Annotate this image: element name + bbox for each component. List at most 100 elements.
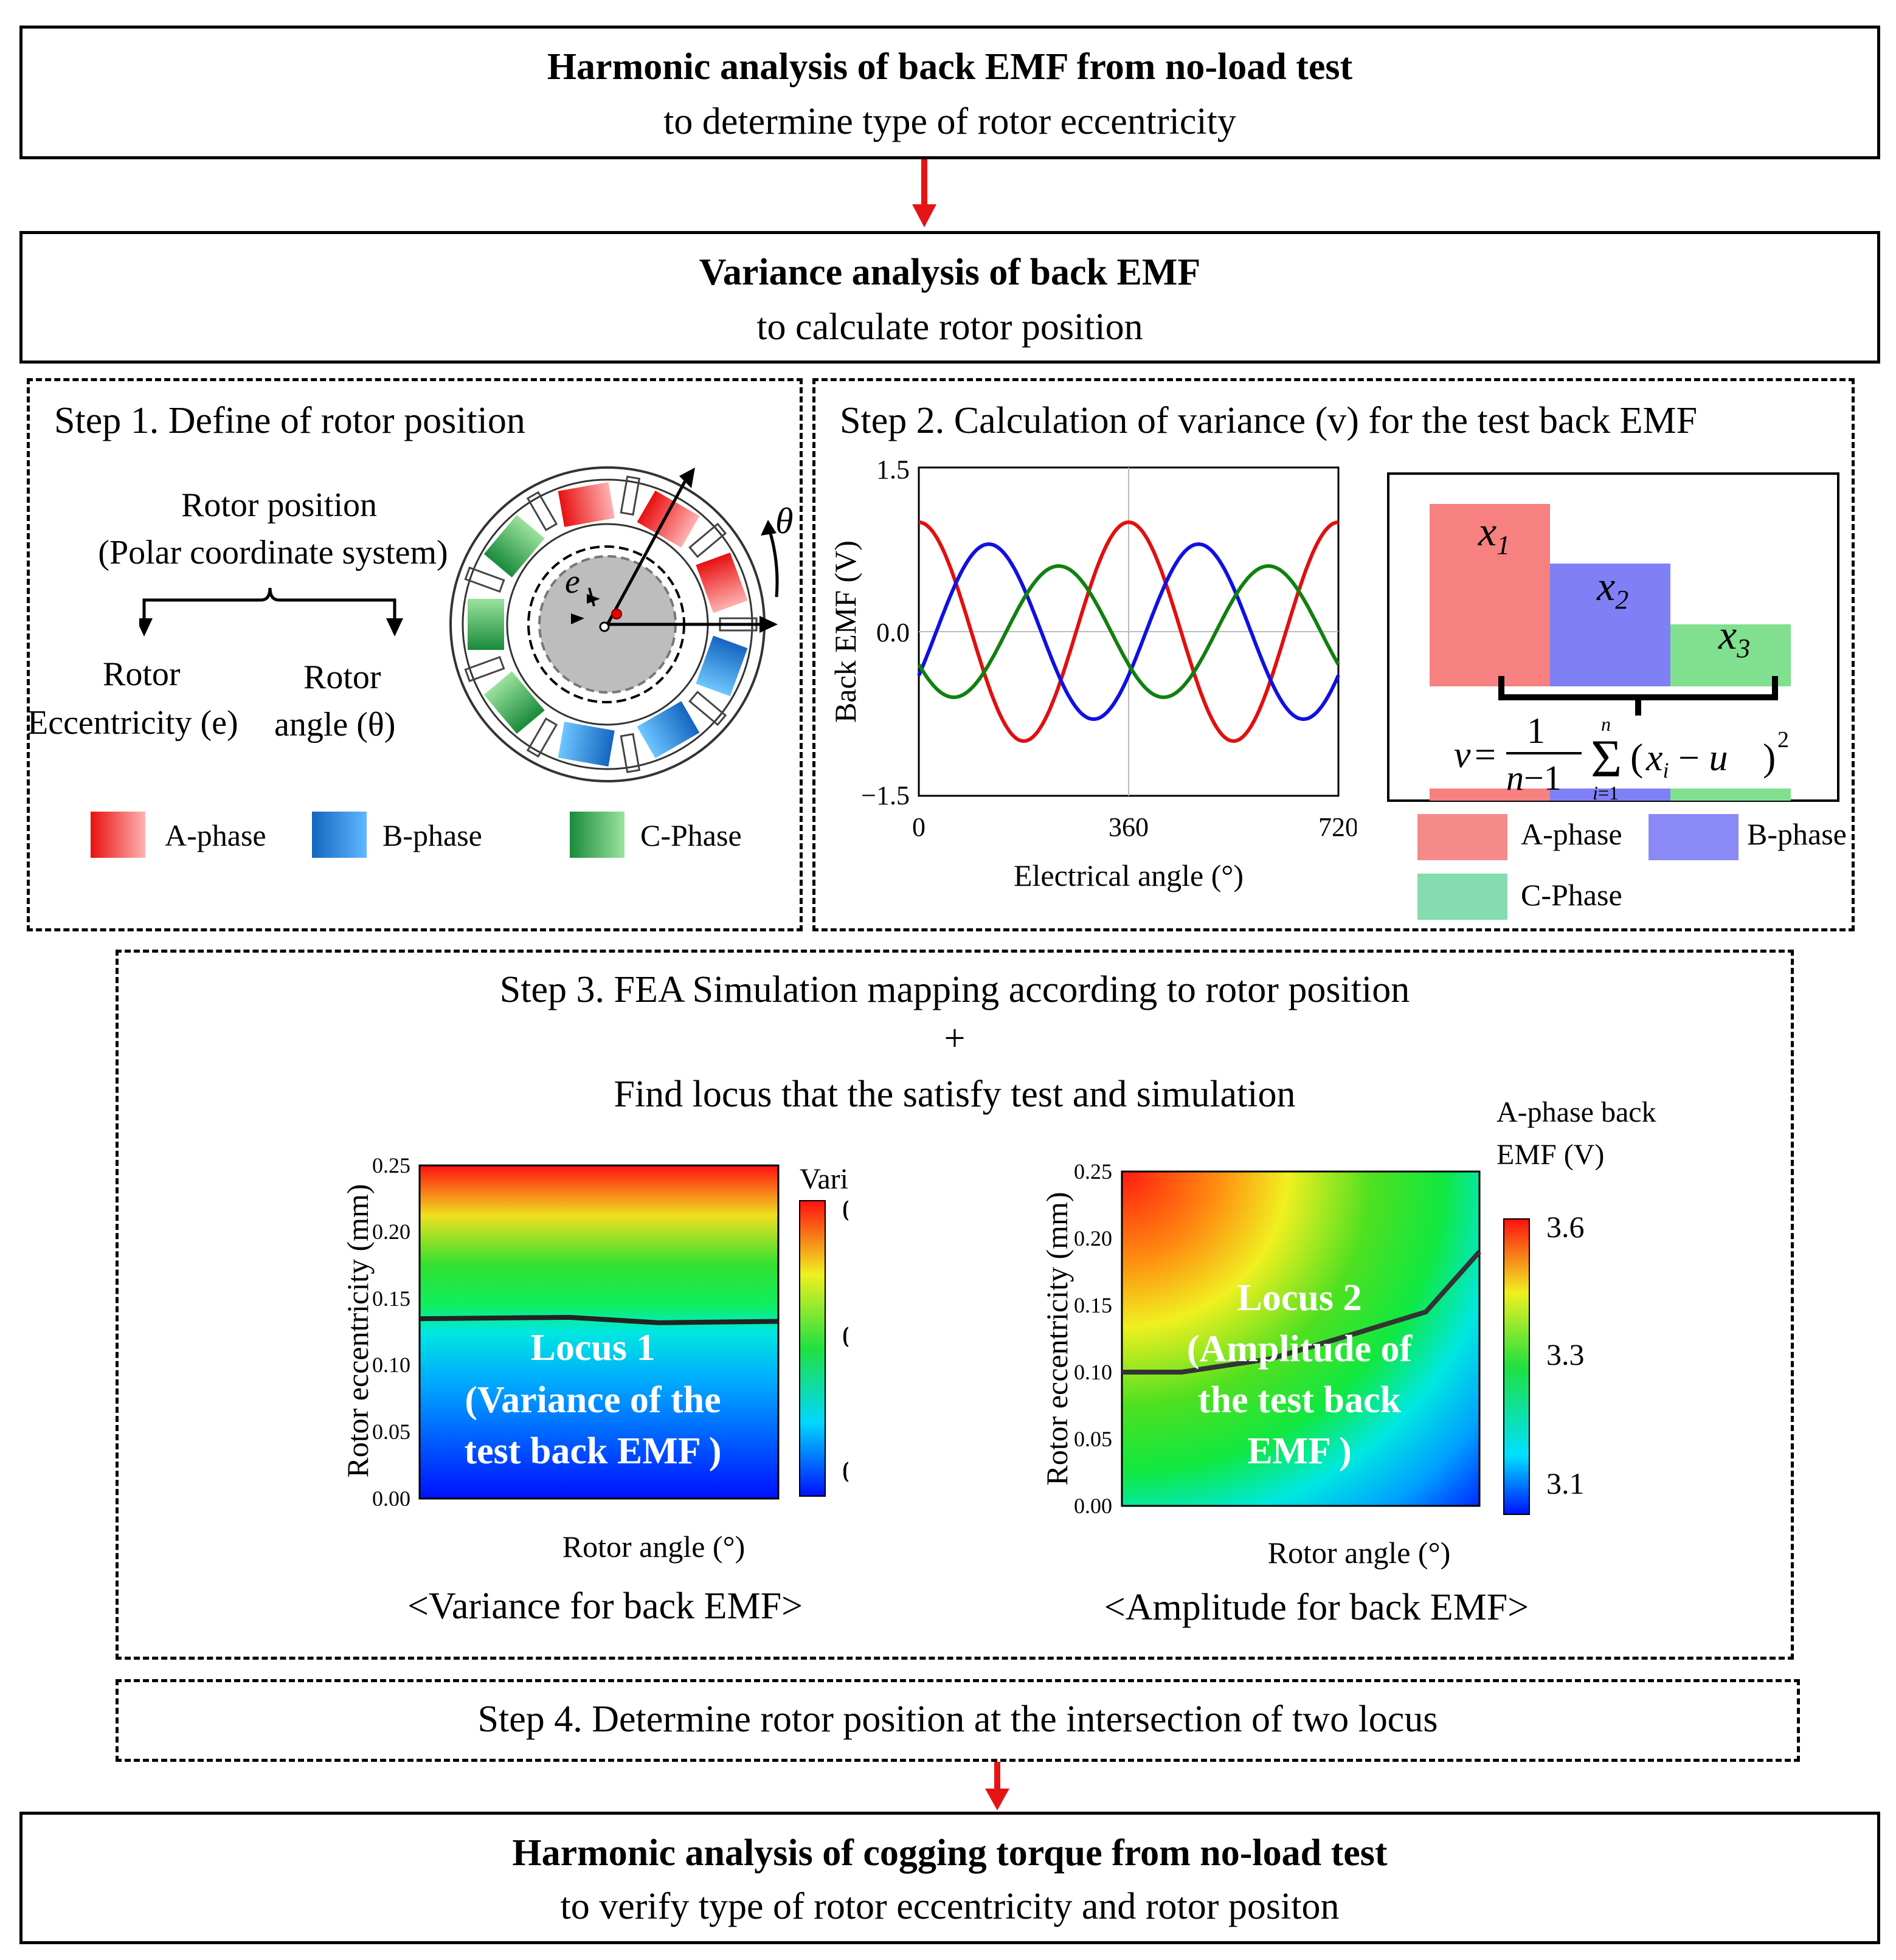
hm2-colorbar-title-1: A-phase back bbox=[1496, 1096, 1656, 1128]
legend-a-swatch bbox=[91, 812, 145, 858]
variance-box-subtitle: to calculate rotor position bbox=[756, 306, 1143, 348]
bottom-box-subtitle: to verify type of rotor eccentricity and… bbox=[560, 1886, 1340, 1927]
step4-title: Step 4. Determine rotor position at the … bbox=[477, 1699, 1438, 1740]
hm2-ylabel: Rotor eccentricity (mm) bbox=[1040, 1192, 1074, 1485]
ytick-bot: −1.5 bbox=[861, 781, 910, 810]
svg-text:3.6: 3.6 bbox=[1546, 1210, 1585, 1244]
svg-text:the test back: the test back bbox=[1198, 1379, 1402, 1421]
top-box-subtitle: to determine type of rotor eccentricity bbox=[663, 101, 1236, 142]
legend-c-swatch bbox=[570, 812, 625, 858]
svg-text:(: ( bbox=[1630, 736, 1643, 779]
legend-b-label: B-phase bbox=[382, 818, 482, 852]
hm2-caption: <Amplitude for back EMF> bbox=[1104, 1587, 1529, 1628]
svg-text:i=1: i=1 bbox=[1593, 782, 1619, 804]
stator-slots bbox=[464, 475, 758, 773]
svg-text:0.15: 0.15 bbox=[372, 1286, 410, 1311]
step2-legend-a-label: A-phase bbox=[1521, 817, 1622, 851]
ytick-top: 1.5 bbox=[876, 460, 910, 485]
hm2-xlabel: Rotor angle (°) bbox=[1267, 1536, 1451, 1570]
e-symbol: e bbox=[565, 563, 580, 601]
step3-plus: + bbox=[944, 1018, 966, 1059]
back-emf-chart: 1.5 0.0 −1.5 0 360 720 Electrical angle … bbox=[828, 460, 1357, 892]
svg-text:0.10: 0.10 bbox=[372, 1353, 410, 1377]
step2-legend-c-label: C-Phase bbox=[1521, 878, 1622, 912]
motor-cross-section: e θ bbox=[449, 466, 793, 782]
x-axis-label: Electrical angle (°) bbox=[1014, 858, 1244, 892]
step4-panel: Step 4. Determine rotor position at the … bbox=[116, 1679, 1800, 1762]
angle-label: angle (θ) bbox=[274, 706, 396, 744]
svg-text:0.20: 0.20 bbox=[1074, 1226, 1112, 1251]
hm2-colorbar-title-2: EMF (V) bbox=[1496, 1139, 1604, 1171]
top-process-box: Harmonic analysis of back EMF from no-lo… bbox=[19, 26, 1880, 159]
legend-a-label: A-phase bbox=[165, 818, 266, 852]
svg-text:n: n bbox=[1601, 713, 1611, 735]
bottom-box-title: Harmonic analysis of cogging torque from… bbox=[512, 1832, 1388, 1874]
svg-text:0.25: 0.25 bbox=[372, 1153, 410, 1178]
step2-legend-b-swatch bbox=[1649, 814, 1739, 860]
svg-text:test back EMF ): test back EMF ) bbox=[464, 1430, 721, 1472]
polar-label: (Polar coordinate system) bbox=[98, 534, 448, 571]
hm1-caption: <Variance for back EMF> bbox=[407, 1586, 803, 1627]
bottom-process-box: Harmonic analysis of cogging torque from… bbox=[19, 1812, 1880, 1944]
step1-panel: Step 1. Define of rotor position Rotor p… bbox=[27, 378, 803, 931]
xtick-360: 360 bbox=[1109, 812, 1149, 842]
variance-box-title: Variance analysis of back EMF bbox=[699, 252, 1201, 293]
svg-text:0.25: 0.25 bbox=[1074, 1159, 1112, 1184]
theta-symbol: θ bbox=[775, 501, 793, 541]
svg-text:0.15: 0.15 bbox=[1074, 1293, 1112, 1317]
svg-text:3.3: 3.3 bbox=[1546, 1337, 1585, 1372]
svg-text:v: v bbox=[1454, 734, 1471, 776]
locus2-label: Locus 2 (Amplitude of the test back EMF … bbox=[1187, 1277, 1413, 1472]
legend-c-label: C-Phase bbox=[640, 818, 742, 852]
svg-text:1: 1 bbox=[1527, 711, 1545, 751]
step3-title2: Find locus that the satisfy test and sim… bbox=[614, 1074, 1296, 1115]
svg-text:0.05: 0.05 bbox=[372, 1420, 410, 1444]
step3-title1: Step 3. FEA Simulation mapping according… bbox=[499, 969, 1410, 1010]
svg-text:0.20: 0.20 bbox=[372, 1220, 410, 1244]
svg-text:Locus 1: Locus 1 bbox=[531, 1327, 656, 1368]
svg-text:0.00: 0.00 bbox=[1074, 1494, 1112, 1518]
top-box-title: Harmonic analysis of back EMF from no-lo… bbox=[547, 46, 1353, 88]
rotor-right-label: Rotor bbox=[303, 658, 381, 696]
stator-magnet bbox=[483, 514, 545, 578]
stator-magnet bbox=[637, 490, 700, 548]
hm2-colorbar-ticks: 3.6 3.3 3.1 bbox=[1546, 1210, 1585, 1500]
step1-title: Step 1. Define of rotor position bbox=[54, 400, 525, 441]
step2-panel: Step 2. Calculation of variance (v) for … bbox=[812, 378, 1855, 931]
step2-legend-c-swatch bbox=[1417, 874, 1507, 920]
svg-text:0.02: 0.02 bbox=[842, 1319, 848, 1353]
amplitude-heatmap: 0.25 0.20 0.15 0.10 0.05 0.00 0 20 40 60… bbox=[1040, 1096, 1656, 1518]
svg-text:EMF ): EMF ) bbox=[1247, 1430, 1352, 1472]
stator-magnet bbox=[696, 635, 748, 697]
ytick-mid: 0.0 bbox=[876, 618, 910, 647]
hm1-ylabel: Rotor eccentricity (mm) bbox=[341, 1184, 375, 1477]
hm1-colorbar-title: Variance bbox=[800, 1163, 848, 1195]
y-axis-label: Back EMF (V) bbox=[828, 540, 862, 723]
xtick-0: 0 bbox=[912, 812, 926, 842]
stator-magnet bbox=[558, 482, 615, 527]
svg-text:0.05: 0.05 bbox=[1074, 1427, 1112, 1451]
stator-magnet bbox=[483, 671, 545, 734]
variance-process-box: Variance analysis of back EMF to calcula… bbox=[19, 231, 1880, 364]
emf-series-2 bbox=[917, 564, 1340, 700]
svg-text:xi − u: xi − u bbox=[1645, 737, 1728, 782]
step3-panel: Step 3. FEA Simulation mapping according… bbox=[116, 950, 1794, 1660]
svg-text:0.04: 0.04 bbox=[842, 1193, 848, 1227]
svg-text:0.10: 0.10 bbox=[1074, 1360, 1112, 1384]
legend-b-swatch bbox=[312, 812, 367, 858]
svg-text:=: = bbox=[1475, 734, 1496, 776]
step2-legend-a-swatch bbox=[1417, 814, 1507, 860]
brace-diagram bbox=[139, 587, 403, 637]
variance-heatmap: 0.25 0.20 0.15 0.10 0.05 0.00 0 20 40 60… bbox=[341, 1153, 848, 1506]
variance-formula: v = 1 n−1 Σ n i=1 ( xi − u ) 2 bbox=[1454, 711, 1789, 804]
svg-text:Σ: Σ bbox=[1591, 730, 1622, 788]
step2-legend-b-label: B-phase bbox=[1747, 817, 1847, 851]
svg-text:0.00: 0.00 bbox=[372, 1486, 410, 1506]
xtick-720: 720 bbox=[1318, 812, 1357, 842]
emf-series-0 bbox=[918, 520, 1339, 744]
emf-series-1 bbox=[917, 542, 1340, 722]
svg-text:(Variance of the: (Variance of the bbox=[465, 1379, 721, 1421]
svg-text:0: 0 bbox=[842, 1454, 848, 1488]
rotor-left-label: Rotor bbox=[103, 655, 181, 693]
svg-text:(Amplitude of: (Amplitude of bbox=[1187, 1328, 1413, 1370]
